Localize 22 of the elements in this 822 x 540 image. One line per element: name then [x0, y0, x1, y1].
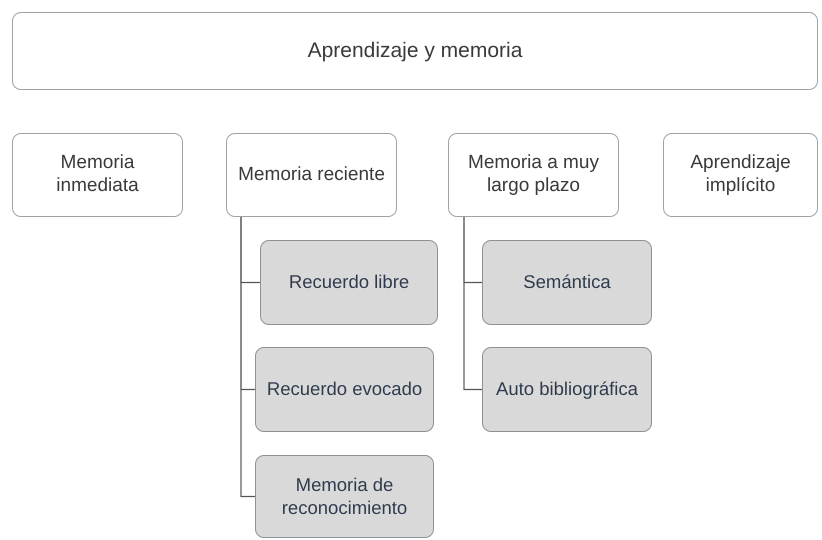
- category-box: [448, 133, 619, 217]
- box-label: Memoria inmediata: [55, 152, 140, 198]
- box-label: Memoria a muy largo plazo: [467, 152, 600, 198]
- subcategory-box: [482, 347, 652, 432]
- subcategory-box: [255, 347, 434, 432]
- category-box: [663, 133, 818, 217]
- category-box: [226, 133, 397, 217]
- subcategory-box: [482, 240, 652, 325]
- box-label: Aprendizaje implícito: [689, 152, 792, 198]
- box-label: Recuerdo libre: [288, 271, 410, 294]
- connector-line: [463, 217, 482, 390]
- category-box: [12, 133, 183, 217]
- box-label: Recuerdo evocado: [266, 378, 422, 401]
- subcategory-box: [260, 240, 438, 325]
- box-label: Memoria reciente: [238, 164, 385, 186]
- box-label: Memoria de reconocimiento: [280, 474, 408, 519]
- subcategory-box: [255, 455, 434, 538]
- title-box: [12, 12, 818, 90]
- box-label: Auto bibliográfica: [496, 378, 638, 401]
- box-label: Semántica: [523, 271, 611, 294]
- box-label: Aprendizaje y memoria: [308, 38, 522, 64]
- connector-line: [240, 217, 255, 498]
